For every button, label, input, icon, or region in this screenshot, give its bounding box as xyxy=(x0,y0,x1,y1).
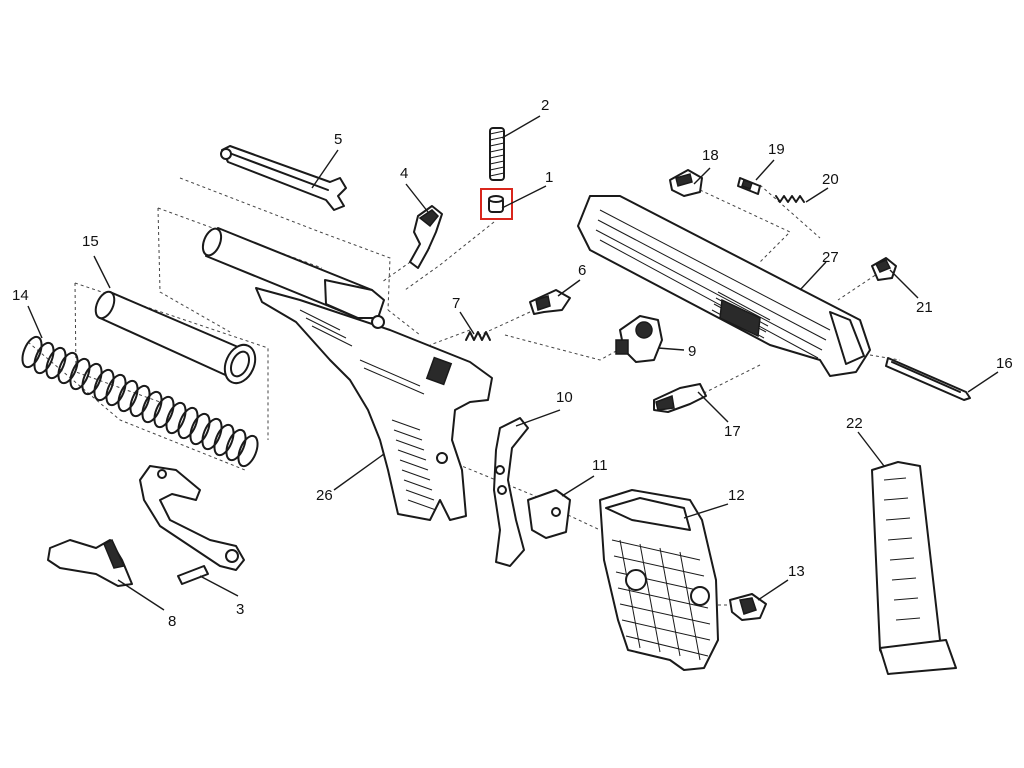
label-4: 4 xyxy=(400,165,408,182)
label-12: 12 xyxy=(728,487,745,504)
part-9-hammer xyxy=(615,315,663,363)
part-2-spring xyxy=(489,127,505,181)
part-20-spring xyxy=(775,195,805,203)
label-6: 6 xyxy=(578,262,586,279)
part-8-lever xyxy=(47,538,133,587)
label-13: 13 xyxy=(788,563,805,580)
part-11-plate xyxy=(527,489,571,539)
highlight-box xyxy=(480,188,513,220)
label-14: 14 xyxy=(12,287,29,304)
label-5: 5 xyxy=(334,131,342,148)
label-1: 1 xyxy=(545,169,553,186)
part-27-slide xyxy=(577,195,871,377)
part-4-trigger xyxy=(409,205,443,269)
part-21-sight xyxy=(871,257,897,281)
part-7-small-spring xyxy=(465,331,491,341)
part-17-stop xyxy=(653,383,707,413)
label-2: 2 xyxy=(541,97,549,114)
label-16: 16 xyxy=(996,355,1013,372)
part-18-sight xyxy=(669,169,703,197)
part-16-rod xyxy=(885,357,971,401)
label-19: 19 xyxy=(768,141,785,158)
trigger-guard-part xyxy=(139,465,245,571)
part-15-tube xyxy=(94,290,257,385)
part-19-pin xyxy=(737,177,761,195)
label-18: 18 xyxy=(702,147,719,164)
callout-labels: 1 2 3 4 5 6 7 8 9 10 11 12 13 14 15 16 1… xyxy=(12,97,1013,630)
label-3: 3 xyxy=(236,601,244,618)
label-8: 8 xyxy=(168,613,176,630)
part-6-sear xyxy=(529,289,571,315)
label-17: 17 xyxy=(724,423,741,440)
label-15: 15 xyxy=(82,233,99,250)
part-5-extractor xyxy=(220,145,347,211)
part-14-recoil-spring xyxy=(21,335,259,468)
part-1-plunger xyxy=(488,195,504,213)
leader-lines xyxy=(27,115,999,611)
label-11: 11 xyxy=(592,457,608,474)
label-22: 22 xyxy=(846,415,863,432)
label-9: 9 xyxy=(688,343,696,360)
part-22-magazine xyxy=(871,461,957,675)
label-26: 26 xyxy=(316,487,333,504)
part-3-pin xyxy=(177,565,209,585)
label-7: 7 xyxy=(452,295,460,312)
part-12-grip-panel xyxy=(599,489,719,671)
label-20: 20 xyxy=(822,171,839,188)
label-10: 10 xyxy=(556,389,573,406)
part-26-frame xyxy=(201,227,493,521)
label-21: 21 xyxy=(916,299,933,316)
label-27: 27 xyxy=(822,249,839,266)
part-13-screw xyxy=(729,593,767,621)
part-10-trigger-bar xyxy=(493,417,529,567)
